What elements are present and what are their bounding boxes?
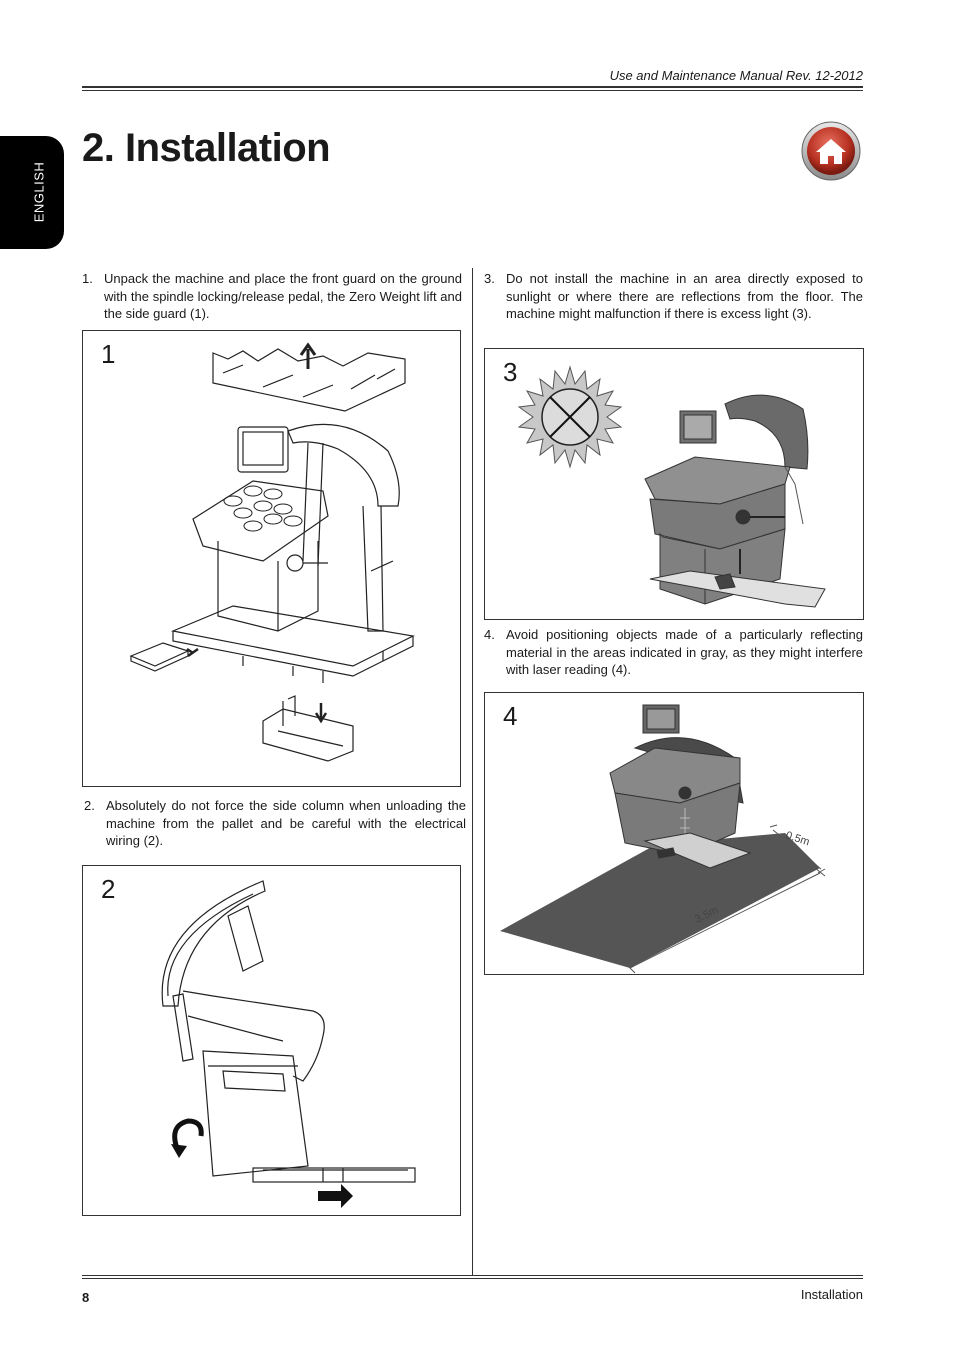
- figure-number: 3: [503, 357, 518, 387]
- step-text: Do not install the machine in an area di…: [506, 271, 863, 321]
- language-tab-label: ENGLISH: [31, 161, 47, 223]
- language-tab[interactable]: ENGLISH: [0, 136, 64, 249]
- footer-rule-thin: [82, 1278, 863, 1279]
- figure-4: 4 0.5m 3.5m: [484, 692, 864, 975]
- figure-number: 4: [503, 701, 518, 731]
- step-number: 3.: [484, 271, 495, 286]
- page-number: 8: [82, 1290, 90, 1305]
- column-divider: [472, 268, 473, 1276]
- step-2: 2. Absolutely do not force the side colu…: [84, 797, 466, 850]
- figure-2-illustration: [161, 880, 416, 1208]
- step-text: Avoid positioning objects made of a part…: [506, 627, 863, 677]
- step-number: 4.: [484, 627, 495, 642]
- step-text: Absolutely do not force the side column …: [106, 798, 466, 848]
- header-rule: [82, 86, 863, 88]
- step-3: 3. Do not install the machine in an area…: [484, 270, 863, 323]
- figure-1: 1: [82, 330, 461, 787]
- page-title: 2. Installation: [82, 126, 331, 170]
- step-number: 2.: [84, 798, 95, 813]
- step-number: 1.: [82, 271, 93, 286]
- step-1: 1. Unpack the machine and place the fron…: [82, 270, 462, 323]
- figure-4-illustration: 0.5m 3.5m: [500, 704, 826, 974]
- figure-3: 3: [484, 348, 864, 620]
- figure-number: 2: [101, 874, 116, 904]
- step-4: 4. Avoid positioning objects made of a p…: [484, 626, 863, 679]
- header-rule-thin: [82, 90, 863, 91]
- home-button[interactable]: [801, 121, 861, 181]
- footer-rule: [82, 1275, 863, 1276]
- figure-1-illustration: [129, 342, 415, 762]
- step-text: Unpack the machine and place the front g…: [104, 271, 462, 321]
- figure-2: 2: [82, 865, 461, 1216]
- figure-number: 1: [101, 339, 116, 369]
- sun-icon: [517, 365, 623, 469]
- footer-section-title: Installation: [800, 1287, 863, 1302]
- manual-title: Use and Maintenance Manual Rev. 12-2012: [609, 68, 863, 83]
- home-icon: [801, 121, 861, 181]
- figure-3-illustration: [517, 365, 826, 608]
